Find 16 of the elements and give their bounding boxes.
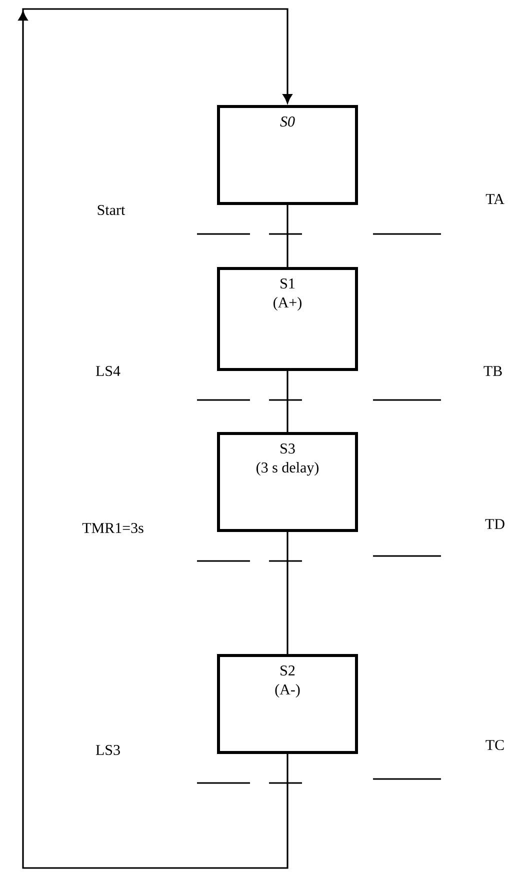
transition-label: TMR1=3s — [82, 522, 144, 534]
transition-label: LS4 — [96, 366, 120, 376]
connector-line — [286, 532, 288, 654]
step-box: S3 (3 s delay) — [217, 432, 358, 532]
connector-line — [18, 8, 292, 869]
transition-label: Start — [98, 204, 126, 216]
transition-label: LS3 — [96, 744, 120, 756]
step-box: S2 (A-) — [217, 654, 358, 754]
transition-label: TA — [486, 194, 504, 204]
transition-label: TC — [486, 740, 504, 750]
transition-label: TB — [484, 366, 502, 376]
connector-line — [286, 371, 288, 432]
step-box: S0 — [217, 105, 358, 205]
connector-line — [286, 205, 288, 267]
step-box: S1 (A+) — [217, 267, 358, 371]
transition-label: TD — [485, 519, 504, 529]
